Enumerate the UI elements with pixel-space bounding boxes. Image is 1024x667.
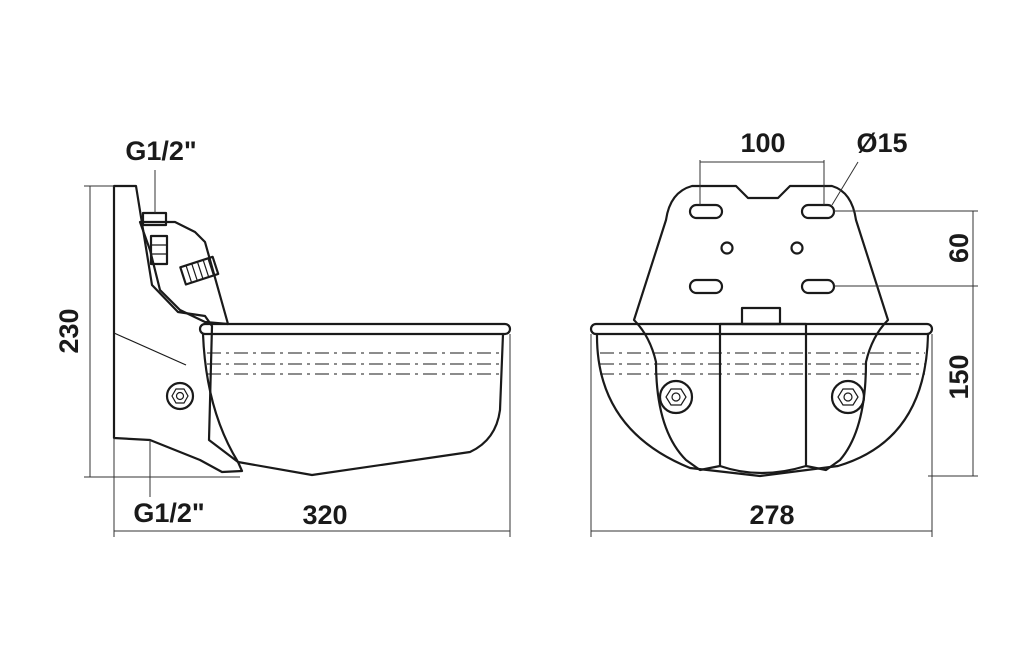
dim-278-lines <box>590 334 933 537</box>
side-view <box>112 184 512 477</box>
dim-230-lines <box>84 185 240 478</box>
label-hole-diameter: Ø15 <box>856 128 907 158</box>
side-mounting-plate <box>112 184 244 474</box>
valve-lever <box>179 255 220 286</box>
dim-320-lines <box>113 334 511 537</box>
side-bowl-rim <box>198 322 512 336</box>
label-hole-spacing: 100 <box>740 128 785 158</box>
side-bowl-body <box>201 332 505 477</box>
label-front-height: 150 <box>944 354 974 399</box>
front-bowl-body <box>595 332 930 478</box>
front-dimensions: 100 Ø15 60 150 278 <box>590 128 978 537</box>
front-bolt-left <box>658 379 694 415</box>
front-view <box>589 184 934 478</box>
dim-100-lines <box>699 160 825 205</box>
leader-diameter <box>831 161 859 206</box>
front-bolt-right <box>830 379 866 415</box>
label-side-length: 320 <box>302 500 347 530</box>
label-slot-spacing: 60 <box>944 233 974 263</box>
dim-vertical-extensions <box>834 210 978 477</box>
side-bolt <box>165 381 195 411</box>
hole-left <box>720 241 734 255</box>
front-inlet-stub <box>740 306 782 326</box>
side-dimensions: G1/2" G1/2" 230 320 <box>54 136 511 537</box>
inlet-nipple-top <box>141 211 168 227</box>
slot-bottom-left <box>688 278 724 295</box>
label-side-inlet-bottom: G1/2" <box>133 498 204 528</box>
label-front-width: 278 <box>749 500 794 530</box>
slot-top-right <box>800 203 836 220</box>
label-side-inlet-top: G1/2" <box>125 136 196 166</box>
slot-bottom-right <box>800 278 836 295</box>
valve-nut-lines <box>151 244 167 255</box>
valve-housing <box>138 220 230 326</box>
slot-top-left <box>688 203 724 220</box>
front-channel-bottom <box>718 464 808 475</box>
hole-right <box>790 241 804 255</box>
valve-nut <box>149 234 169 266</box>
label-side-height: 230 <box>54 308 84 353</box>
side-plate-edge-line <box>113 332 187 366</box>
front-mounting-plate <box>632 184 890 472</box>
